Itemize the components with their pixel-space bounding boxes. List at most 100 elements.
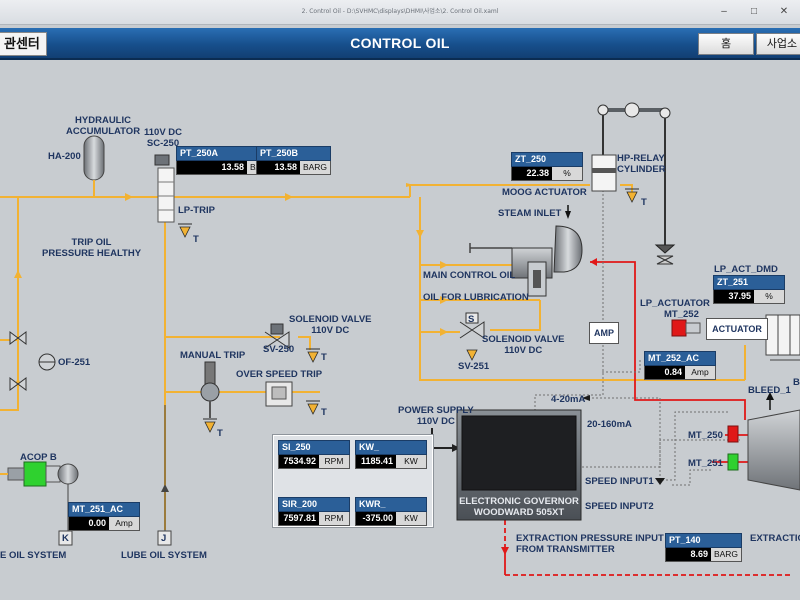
speed-input1-label: SPEED INPUT1 (585, 476, 654, 487)
lp-trip-label: LP-TRIP (178, 205, 215, 216)
t-label-2: T (321, 352, 327, 363)
sv250-label: SV-250 (263, 344, 295, 355)
b-right-label: B (793, 377, 800, 388)
mt250-sensor (727, 425, 739, 443)
j-label: J (161, 533, 167, 544)
k-label: K (62, 533, 69, 544)
tag-value: 0.00 (69, 517, 109, 530)
zt251-tag[interactable]: ZT_251 37.95% (713, 275, 785, 304)
tag-name: KW_ (355, 440, 427, 455)
acop-b-pump (0, 461, 79, 532)
signal-arrows (582, 395, 665, 485)
window-title: 2. Control Oil - D:\SVHMC\displays\DHMI\… (301, 8, 499, 15)
manual-trip-device (200, 361, 220, 418)
maximize-button[interactable]: □ (750, 6, 758, 17)
oil-lubrication-label: OIL FOR LUBRICATION (423, 292, 529, 303)
power-supply-line (431, 428, 455, 449)
window-titlebar: 2. Control Oil - D:\SVHMC\displays\DHMI\… (0, 0, 800, 25)
sv251-label: SV-251 (458, 361, 490, 372)
minimize-button[interactable]: – (721, 6, 727, 17)
tag-unit: % (754, 290, 784, 303)
moog-actuator-label: MOOG ACTUATOR (502, 187, 587, 198)
steam-valve (656, 255, 674, 265)
over-speed-trip-label: OVER SPEED TRIP (236, 369, 323, 380)
control-center-button[interactable]: 관센터 (0, 32, 47, 56)
speed-input2-label: SPEED INPUT2 (585, 501, 654, 512)
tag-unit: RPM (319, 455, 349, 468)
bleed-label: BLEED_1 (748, 385, 791, 396)
actuator-box: ACTUATOR (706, 318, 768, 340)
tag-unit: KW (396, 455, 426, 468)
hydraulic-accumulator (83, 135, 105, 197)
mt251-sensor (727, 453, 739, 471)
home-button[interactable]: 홈 (698, 33, 754, 55)
main-control-oil-label: MAIN CONTROL OIL (423, 270, 516, 281)
process-diagram (0, 102, 800, 576)
tag-value: 22.38 (512, 167, 552, 180)
tag-value: 13.58 (257, 161, 300, 174)
zt250-tag[interactable]: ZT_250 22.38% (511, 152, 583, 181)
t-label-1: T (193, 234, 199, 245)
bleed-valve (765, 314, 800, 410)
tag-value: 0.84 (645, 366, 685, 379)
tag-name: KWR_ (355, 497, 427, 512)
tag-name: MT_251_AC (68, 502, 140, 517)
lp-actuator-motor (671, 319, 701, 337)
page-title: CONTROL OIL (350, 35, 450, 51)
app-header: 관센터 CONTROL OIL 홈 사업소 (0, 28, 800, 60)
tag-value: 7597.81 (279, 512, 319, 525)
steam-inlet-label: STEAM INLET (498, 208, 562, 219)
t-label-5: T (641, 197, 647, 208)
tag-unit: RPM (319, 512, 349, 525)
over-speed-trip-device (265, 381, 293, 407)
tag-unit: KW (396, 512, 426, 525)
tag-value: 13.58 (177, 161, 247, 174)
solenoid-valve-sv250 (264, 323, 290, 349)
amp-box: AMP (589, 322, 619, 344)
site-button[interactable]: 사업소 (756, 33, 800, 55)
drain-symbols (179, 191, 638, 433)
extraction-right-label: EXTRACTIO (750, 533, 800, 544)
tag-name: PT_250B (256, 146, 331, 161)
tag-name: PT_140 (665, 533, 742, 548)
tag-unit: BARG (300, 161, 330, 174)
tag-unit: Amp (109, 517, 139, 530)
ma420-label: 4-20mA (551, 394, 586, 405)
ma20160-label: 20-160mA (587, 419, 632, 430)
tag-name: ZT_250 (511, 152, 583, 167)
solenoid-valve-sv251 (459, 312, 485, 339)
acop-b-label: ACOP B (20, 452, 57, 463)
steam-inlet-valve (469, 205, 583, 297)
ha200-label: HA-200 (48, 151, 81, 162)
mt252-label: MT_252 (664, 309, 699, 320)
close-button[interactable]: ✕ (779, 6, 789, 17)
tag-value: 37.95 (714, 290, 754, 303)
lp-act-dmd-label: LP_ACT_DMD (714, 264, 778, 275)
t-label-4: T (321, 407, 327, 418)
left-valves (9, 331, 56, 391)
hp-relay-linkage (597, 102, 671, 245)
tag-name: SI_250 (278, 440, 350, 455)
electronic-governor (456, 409, 582, 521)
tag-value: 8.69 (666, 548, 711, 561)
tag-name: MT_252_AC (644, 351, 716, 366)
mt250-label: MT_250 (688, 430, 723, 441)
